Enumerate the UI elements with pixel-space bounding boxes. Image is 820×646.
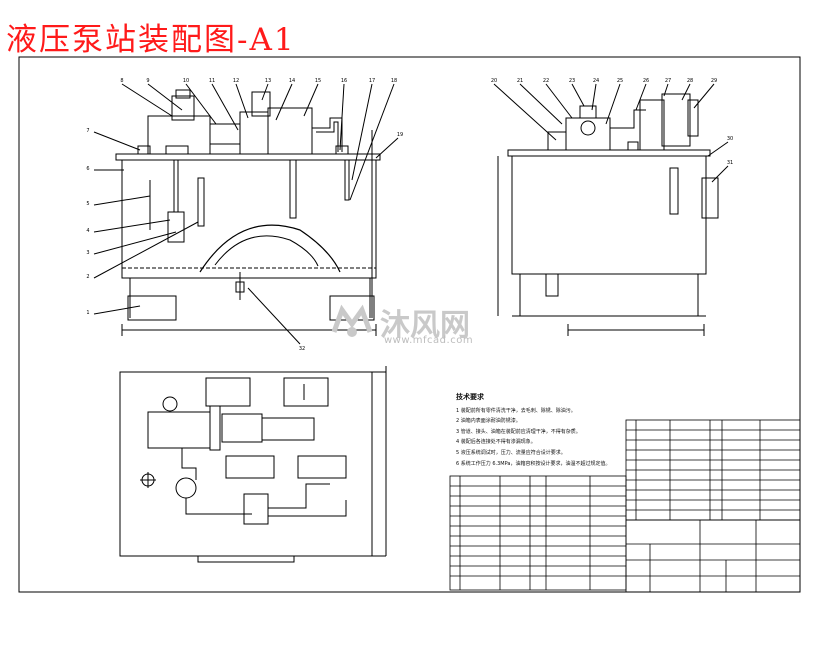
title-block — [625, 519, 801, 593]
tech-note-line: 5 液压系统调试时，压力、流量应符合设计要求。 — [456, 449, 566, 456]
side-tank-body — [511, 155, 707, 275]
balloon-label: 12 — [233, 78, 239, 84]
balloon-label: 24 — [593, 78, 599, 84]
balloon-label: 26 — [643, 78, 649, 84]
balloon-label: 19 — [397, 132, 403, 138]
balloon-label: 5 — [86, 201, 89, 207]
watermark-url: www.mfcad.com — [384, 335, 474, 346]
tech-note-line: 6 系统工作压力 6.3MPa，油箱容积按设计要求，油温不超过规定值。 — [456, 460, 611, 467]
balloon-label: 3 — [86, 250, 89, 256]
balloon-label: 21 — [517, 78, 523, 84]
tank-lid — [115, 153, 381, 161]
balloon-label: 27 — [665, 78, 671, 84]
mfcad-logo-icon — [331, 304, 373, 337]
top-tank-outline — [119, 371, 373, 557]
watermark: 沐风网 www.mfcad.com — [330, 302, 500, 348]
parts-list-left — [449, 475, 627, 591]
tech-note-line: 4 装配后各连接处不得有渗漏现象。 — [456, 439, 536, 446]
balloon-label: 13 — [265, 78, 271, 84]
tech-notes: 技术要求 1 装配前所有零件清洗干净，去毛刺、除锈、除油污。 2 油箱内表面涂耐… — [456, 392, 616, 469]
balloon-label: 6 — [86, 166, 89, 172]
balloon-label: 4 — [86, 228, 89, 234]
drawing-title: 液压泵站装配图-A1 — [6, 22, 296, 58]
top-view — [119, 366, 387, 563]
sheet-border — [18, 56, 801, 593]
balloon-label: 22 — [543, 78, 549, 84]
balloon-label: 25 — [617, 78, 623, 84]
balloon-label: 30 — [727, 136, 733, 142]
tech-note-line: 2 油箱内表面涂耐油防锈漆。 — [456, 418, 521, 425]
balloon-label: 31 — [727, 160, 733, 166]
balloon-label: 1 — [86, 310, 89, 316]
balloon-label: 9 — [146, 78, 149, 84]
tech-note-line: 3 管道、接头、油箱在装配前应清理干净，不得有杂质。 — [456, 428, 581, 435]
balloon-label: 17 — [369, 78, 375, 84]
tech-note-line: 1 装配前所有零件清洗干净，去毛刺、除锈、除油污。 — [456, 407, 576, 414]
balloon-label: 14 — [289, 78, 295, 84]
balloon-label: 18 — [391, 78, 397, 84]
balloon-label: 32 — [299, 346, 305, 352]
balloon-label: 11 — [209, 78, 215, 84]
balloon-label: 7 — [86, 128, 89, 134]
motor — [147, 115, 211, 155]
balloon-label: 28 — [687, 78, 693, 84]
balloon-label: 10 — [183, 78, 189, 84]
tech-notes-title: 技术要求 — [456, 393, 484, 401]
balloon-label: 16 — [341, 78, 347, 84]
balloon-label: 15 — [315, 78, 321, 84]
watermark-name: 沐风网 — [380, 308, 470, 343]
balloon-label: 8 — [120, 78, 123, 84]
balloon-label: 29 — [711, 78, 717, 84]
side-view — [493, 83, 729, 336]
side-tank-lid — [507, 149, 711, 157]
tank-body — [121, 159, 377, 279]
balloon-label: 20 — [491, 78, 497, 84]
balloon-label: 23 — [569, 78, 575, 84]
parts-list-right — [625, 419, 801, 521]
balloon-label: 2 — [86, 274, 89, 280]
